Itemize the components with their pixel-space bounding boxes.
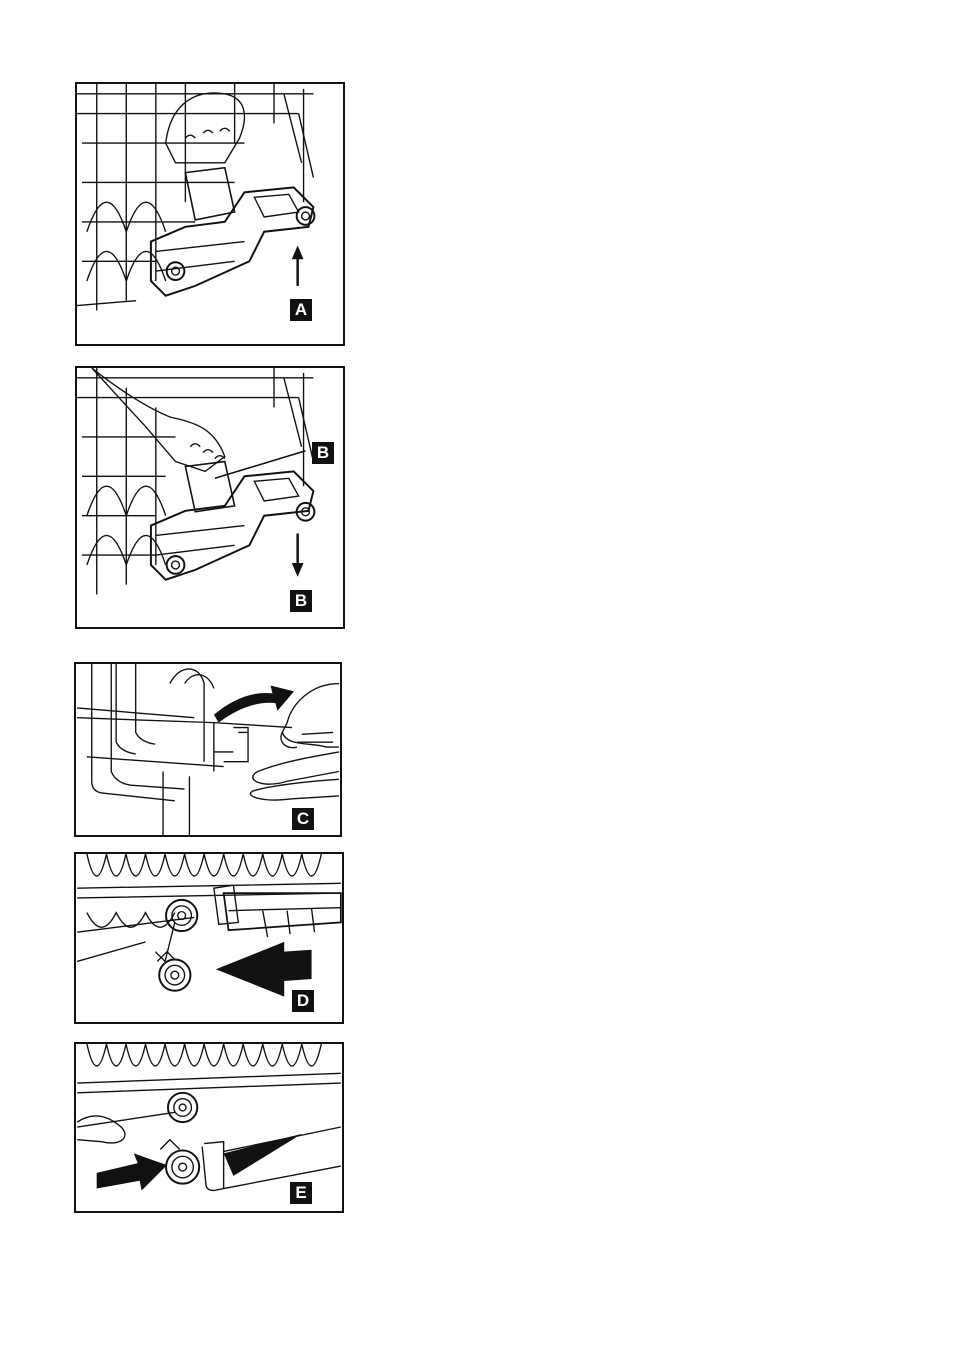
figure-e-wheel-attach: E	[74, 1042, 344, 1213]
figure-label: E	[290, 1182, 312, 1204]
figure-label: B	[290, 590, 312, 612]
figure-label: A	[290, 299, 312, 321]
figure-d-wheel-remove: D	[74, 852, 344, 1024]
callout-label: B	[312, 442, 334, 464]
figure-a-rack-lift: A	[75, 82, 345, 346]
figure-b-rack-lower: B B	[75, 366, 345, 629]
figure-c-clip-release: C	[74, 662, 342, 837]
rack-adjuster-illustration	[77, 368, 343, 627]
figure-label: C	[292, 808, 314, 830]
figure-label: D	[292, 990, 314, 1012]
